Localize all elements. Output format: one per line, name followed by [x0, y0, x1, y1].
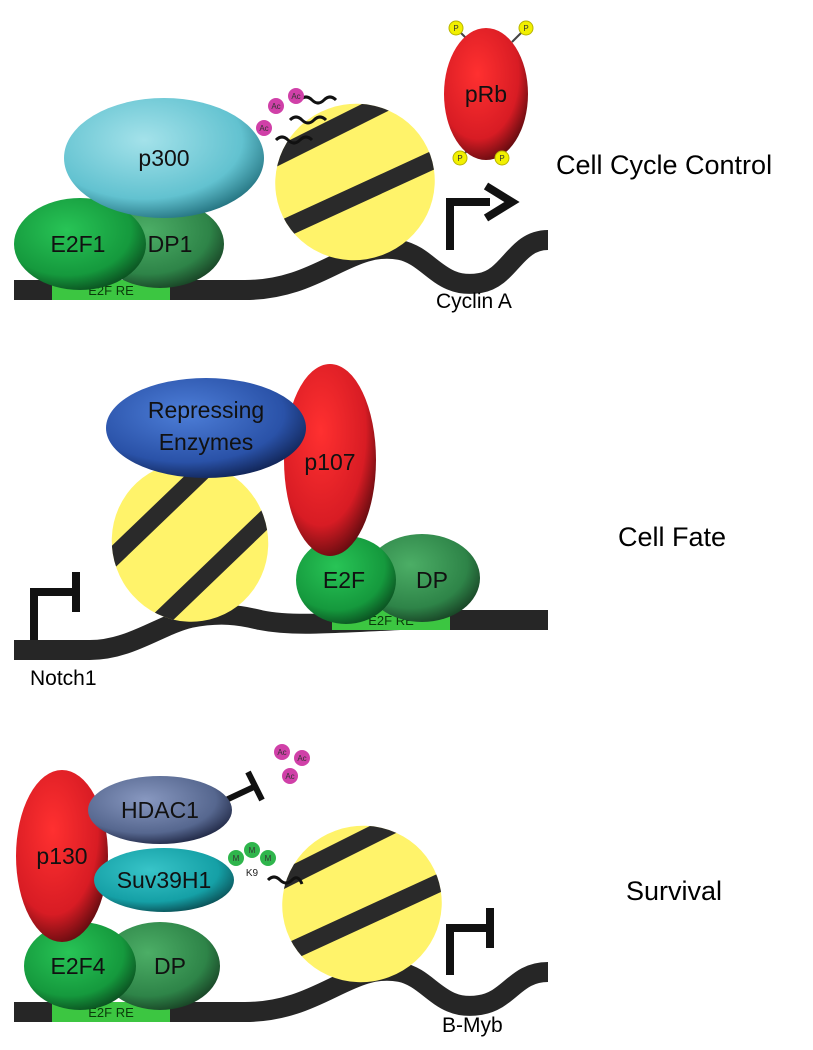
prb-protein	[444, 28, 528, 160]
dp-label: DP	[416, 567, 448, 593]
methyl-group	[260, 850, 276, 866]
e2f1-protein	[14, 198, 146, 290]
dna-strand	[14, 604, 548, 660]
svg-text:Ac: Ac	[285, 772, 294, 781]
dp1-label: DP1	[148, 231, 193, 257]
dna-strand	[14, 230, 549, 300]
e2f-re-label: E2F RE	[88, 1005, 134, 1020]
acetyl-group	[288, 88, 304, 104]
repressed-promoter-symbol	[30, 588, 76, 640]
repressing-label-line2: Enzymes	[159, 429, 254, 455]
p107-label: p107	[304, 449, 355, 475]
svg-text:P: P	[499, 154, 504, 163]
svg-text:Ac: Ac	[277, 748, 286, 757]
removed-acetyl-groups: Ac Ac Ac	[274, 744, 310, 784]
dp-protein	[100, 922, 220, 1010]
panel-cell-cycle-control: E2F RE Ac Ac Ac E2F1 DP1 p300	[14, 20, 772, 313]
e2f1-label: E2F1	[51, 231, 106, 257]
survival-title: Survival	[626, 876, 722, 906]
p300-label: p300	[138, 145, 189, 171]
phosphate-group	[494, 150, 510, 166]
acetylated-histone-tails: Ac Ac Ac	[256, 88, 338, 145]
p107-protein	[284, 364, 376, 556]
suv39h1-label: Suv39H1	[117, 867, 212, 893]
cell-fate-title: Cell Fate	[618, 522, 726, 552]
repressed-promoter-symbol	[446, 924, 490, 975]
phosphate-group	[518, 20, 534, 36]
methyl-group	[244, 842, 260, 858]
cell-cycle-control-title: Cell Cycle Control	[556, 150, 772, 180]
e2f4-protein	[24, 922, 136, 1010]
repressing-label-line1: Repressing	[148, 397, 264, 423]
prb-phosphorylated: pRb P P P P	[444, 20, 534, 166]
svg-text:M: M	[233, 854, 240, 863]
repressing-enzymes	[106, 378, 306, 478]
svg-text:Ac: Ac	[259, 124, 268, 133]
b-myb-label: B-Myb	[442, 1014, 503, 1037]
svg-text:M: M	[249, 846, 256, 855]
phosphate-group	[448, 20, 464, 36]
acetyl-group	[274, 744, 290, 760]
p300-protein	[64, 98, 264, 218]
methyl-group	[228, 850, 244, 866]
active-promoter-arrow	[446, 198, 490, 250]
suv39h1-protein	[94, 848, 234, 912]
acetyl-group	[268, 98, 284, 114]
p130-protein	[16, 770, 108, 942]
hdac-inhibition-line	[224, 783, 258, 803]
e2f-protein	[296, 536, 396, 624]
acetyl-group	[294, 750, 310, 766]
prb-label: pRb	[465, 81, 507, 107]
e2f4-label: E2F4	[51, 953, 106, 979]
hdac1-protein	[88, 776, 232, 844]
notch1-label: Notch1	[30, 667, 97, 690]
svg-text:P: P	[453, 24, 458, 33]
e2f-label: E2F	[323, 567, 365, 593]
methylated-k9-tail: M M M K9	[228, 842, 304, 885]
acetyl-group	[282, 768, 298, 784]
dp-protein	[364, 534, 480, 622]
hdac1-label: HDAC1	[121, 797, 199, 823]
svg-text:Ac: Ac	[297, 754, 306, 763]
cyclin-a-label: Cyclin A	[436, 290, 512, 313]
svg-text:P: P	[457, 154, 462, 163]
k9-label: K9	[246, 868, 259, 879]
svg-text:M: M	[265, 854, 272, 863]
hdac-inhibition-bar	[245, 770, 265, 802]
svg-text:P: P	[523, 24, 528, 33]
p130-label: p130	[36, 843, 87, 869]
nucleosome	[260, 803, 464, 983]
acetyl-group	[256, 120, 272, 136]
phosphate-group	[452, 150, 468, 166]
svg-text:Ac: Ac	[291, 92, 300, 101]
svg-text:Ac: Ac	[271, 102, 280, 111]
arrow-head	[483, 182, 520, 222]
dna-strand	[14, 960, 549, 1022]
panel-cell-fate: E2F RE E2F DP p107 Repressing Enzymes No…	[14, 364, 726, 690]
panel-survival: E2F RE M M M K9 Ac Ac Ac	[14, 744, 722, 1037]
dp-label: DP	[154, 953, 186, 979]
